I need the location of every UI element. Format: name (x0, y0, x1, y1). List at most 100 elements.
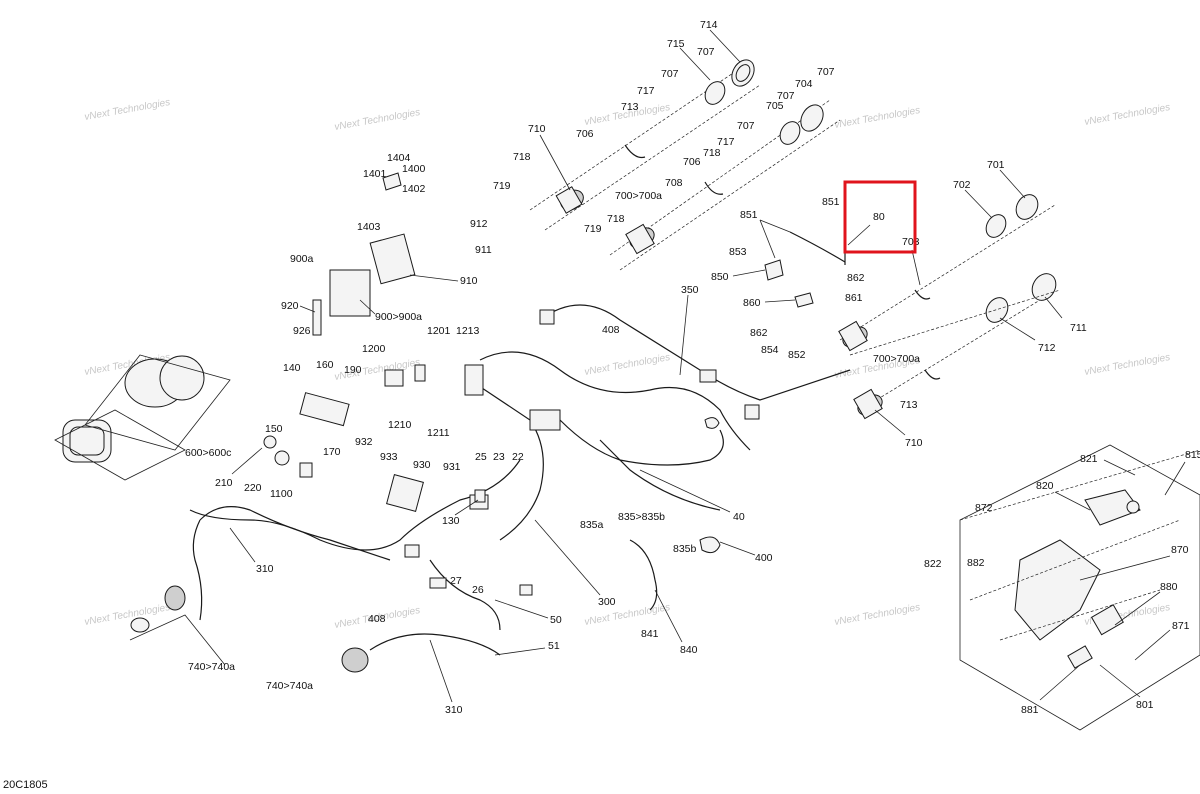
callout-882: 882 (967, 557, 985, 569)
callout-835a: 835a (580, 519, 604, 531)
callout-860: 860 (743, 297, 761, 309)
callout-707: 707 (777, 90, 795, 102)
callout-50: 50 (550, 614, 562, 626)
watermark: vNext Technologies (84, 602, 171, 628)
callout-26: 26 (472, 584, 484, 596)
callout-1210: 1210 (388, 419, 412, 431)
callout-310: 310 (256, 563, 274, 575)
callout-707: 707 (737, 120, 755, 132)
callout-820: 820 (1036, 480, 1054, 492)
callout-705: 705 (766, 100, 784, 112)
callout-854: 854 (761, 344, 779, 356)
callout-51: 51 (548, 640, 560, 652)
callout-932: 932 (355, 436, 373, 448)
callout-190: 190 (344, 364, 362, 376)
callout-872: 872 (975, 502, 993, 514)
callout-703: 703 (902, 236, 920, 248)
callout-862: 862 (847, 272, 865, 284)
callout-702: 702 (953, 179, 971, 191)
callout-740-740a: 740>740a (188, 661, 235, 673)
watermark: vNext Technologies (584, 602, 671, 628)
callout-150: 150 (265, 423, 283, 435)
callout-801: 801 (1136, 699, 1154, 711)
callout-220: 220 (244, 482, 262, 494)
callout-22: 22 (512, 451, 524, 463)
callout-714: 714 (700, 19, 718, 31)
callout-871: 871 (1172, 620, 1190, 632)
watermark: vNext Technologies (1084, 102, 1171, 128)
callout-713: 713 (900, 399, 918, 411)
callout-851: 851 (822, 196, 840, 208)
callout-710: 710 (528, 123, 546, 135)
callout-822: 822 (924, 558, 942, 570)
callout-841: 841 (641, 628, 659, 640)
callout-881: 881 (1021, 704, 1039, 716)
callout-853: 853 (729, 246, 747, 258)
callout-1402: 1402 (402, 183, 426, 195)
callout-933: 933 (380, 451, 398, 463)
callout-713: 713 (621, 101, 639, 113)
callout-707: 707 (817, 66, 835, 78)
callout-851: 851 (740, 209, 758, 221)
callout-600-600c: 600>600c (185, 447, 231, 459)
callout-1211: 1211 (427, 427, 450, 439)
callout-310: 310 (445, 704, 463, 716)
callout-840: 840 (680, 644, 698, 656)
callout-300: 300 (598, 596, 616, 608)
callout-861: 861 (845, 292, 863, 304)
callout-700-700a: 700>700a (873, 353, 920, 365)
callout-27: 27 (450, 575, 462, 587)
callout-400: 400 (755, 552, 773, 564)
callout-900a: 900a (290, 253, 314, 265)
callout-870: 870 (1171, 544, 1189, 556)
callout-912: 912 (470, 218, 488, 230)
callout-1401: 1401 (363, 168, 387, 180)
callout-931: 931 (443, 461, 461, 473)
callout-23: 23 (493, 451, 505, 463)
callout-25: 25 (475, 451, 487, 463)
callout-852: 852 (788, 349, 806, 361)
watermark: vNext Technologies (1084, 352, 1171, 378)
highlight-box (843, 180, 917, 254)
callout-707: 707 (661, 68, 679, 80)
watermark: vNext Technologies (584, 352, 671, 378)
callout-719: 719 (493, 180, 511, 192)
callout-712: 712 (1038, 342, 1056, 354)
callout-920: 920 (281, 300, 299, 312)
callout-408: 408 (602, 324, 620, 336)
callout-1400: 1400 (402, 163, 426, 175)
callout-835b: 835b (673, 543, 697, 555)
callout-210: 210 (215, 477, 233, 489)
callout-700-700a: 700>700a (615, 190, 662, 202)
callout-835-835b: 835>835b (618, 511, 665, 523)
callout-1200: 1200 (362, 343, 386, 355)
watermark: vNext Technologies (834, 602, 921, 628)
callout-880: 880 (1160, 581, 1178, 593)
callout-160: 160 (316, 359, 334, 371)
callout-717: 717 (717, 136, 735, 148)
callout-1213: 1213 (456, 325, 480, 337)
callout-719: 719 (584, 223, 602, 235)
callout-130: 130 (442, 515, 460, 527)
callout-80: 80 (873, 211, 885, 223)
callout-815: 815 (1185, 449, 1200, 461)
callout-40: 40 (733, 511, 745, 523)
callout-710: 710 (905, 437, 923, 449)
callout-706: 706 (683, 156, 701, 168)
diagram-code: 20C1805 (3, 779, 48, 791)
callout-707: 707 (697, 46, 715, 58)
callout-910: 910 (460, 275, 478, 287)
callout-711: 711 (1070, 322, 1087, 334)
callout-715: 715 (667, 38, 685, 50)
watermark: vNext Technologies (84, 97, 171, 123)
callout-1201: 1201 (427, 325, 451, 337)
callout-1404: 1404 (387, 152, 411, 164)
right-bracket-assembly (699, 225, 1200, 731)
callout-926: 926 (293, 325, 311, 337)
callout-821: 821 (1080, 453, 1098, 465)
callout-718: 718 (703, 147, 721, 159)
callout-850: 850 (711, 271, 729, 283)
callout-701: 701 (987, 159, 1005, 171)
main-harness (189, 304, 851, 656)
